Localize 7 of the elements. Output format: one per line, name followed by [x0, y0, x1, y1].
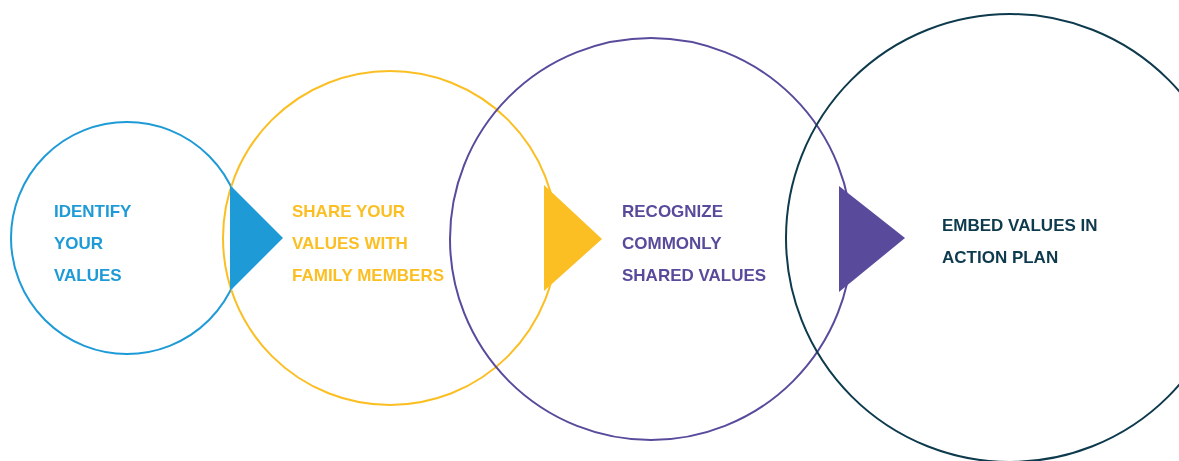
- arrow: [839, 186, 905, 292]
- step-label: RECOGNIZE COMMONLY SHARED VALUES: [622, 201, 768, 287]
- step-label: SHARE YOUR VALUES WITH FAMILY MEMBERS: [292, 201, 446, 287]
- arrow: [230, 185, 283, 291]
- arrow: [544, 185, 602, 291]
- step-label: IDENTIFY YOUR VALUES: [54, 201, 133, 287]
- step-label: EMBED VALUES IN ACTION PLAN: [942, 215, 1099, 269]
